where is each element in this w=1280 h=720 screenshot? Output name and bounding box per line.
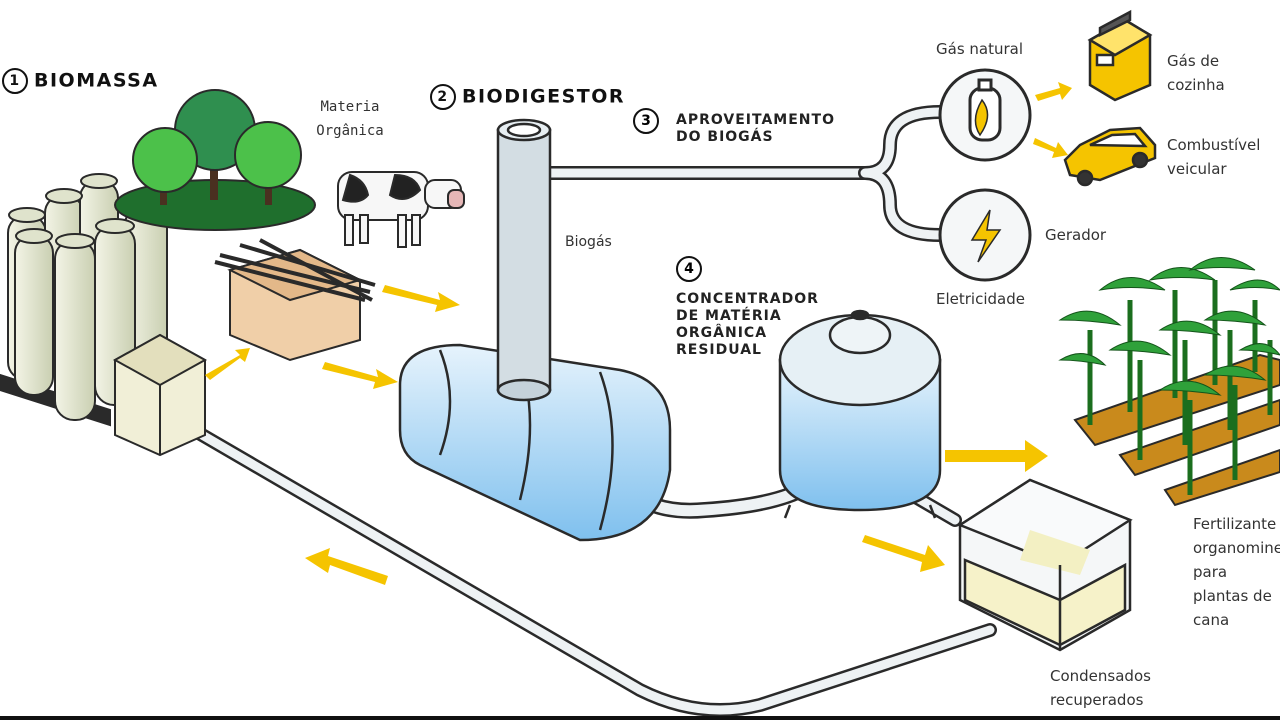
tree-icon: [114, 89, 316, 231]
biomass-silos: [0, 173, 208, 457]
label-fertilizer: Fertilizante organomineral para plantas …: [1193, 515, 1280, 629]
biodigester: [398, 118, 672, 542]
flow-arrows: [205, 82, 1072, 585]
concentrator-tank: [778, 309, 942, 519]
bottom-bar: [0, 716, 1280, 720]
stove-icon: [1087, 9, 1153, 102]
lightning-icon: [938, 188, 1032, 282]
gas-cylinder-icon: [938, 68, 1032, 162]
step-2-label: BIODIGESTOR: [462, 85, 626, 108]
label-electricity: Eletricidade: [936, 290, 1025, 308]
label-generator: Gerador: [1045, 226, 1107, 244]
label-cooking-gas: Gás de cozinha: [1167, 52, 1225, 94]
car-icon: [1063, 126, 1157, 187]
step-3-number: 3: [633, 108, 659, 134]
arrow-cow-to-digester: [382, 285, 460, 312]
step-1-number: 1: [2, 68, 28, 94]
step-3-label: APROVEITAMENTO DO BIOGÁS: [676, 112, 835, 145]
step-2-number: 2: [430, 84, 456, 110]
step-1-label: BIOMASSA: [34, 69, 159, 92]
step-4-label: CONCENTRADOR DE MATÉRIA ORGÂNICA RESIDUA…: [676, 291, 819, 358]
biomass-bale: [214, 238, 376, 362]
condensate-box: [957, 478, 1133, 652]
label-biogas: Biogás: [565, 234, 612, 250]
arrow-bale-to-silo: [205, 348, 250, 380]
cow-icon: [337, 171, 465, 248]
arrow-to-box: [862, 535, 945, 572]
step-2-title: 2 BIODIGESTOR: [430, 84, 625, 110]
arrow-return: [305, 548, 388, 585]
step-4-number: 4: [676, 256, 702, 282]
label-organic-matter: Materia Orgânica: [316, 99, 384, 139]
arrow-to-field: [945, 440, 1048, 472]
label-condensates: Condensados recuperados: [1050, 667, 1151, 709]
step-1-title: 1 BIOMASSA: [2, 68, 159, 94]
sugarcane-icon: [1058, 257, 1280, 507]
arrow-to-cooking: [1035, 82, 1072, 101]
label-vehicle-fuel: Combustível veicular: [1167, 136, 1261, 178]
arrow-to-car: [1033, 138, 1068, 158]
label-natural-gas: Gás natural: [936, 40, 1024, 58]
arrow-bale-to-digester: [322, 362, 398, 389]
